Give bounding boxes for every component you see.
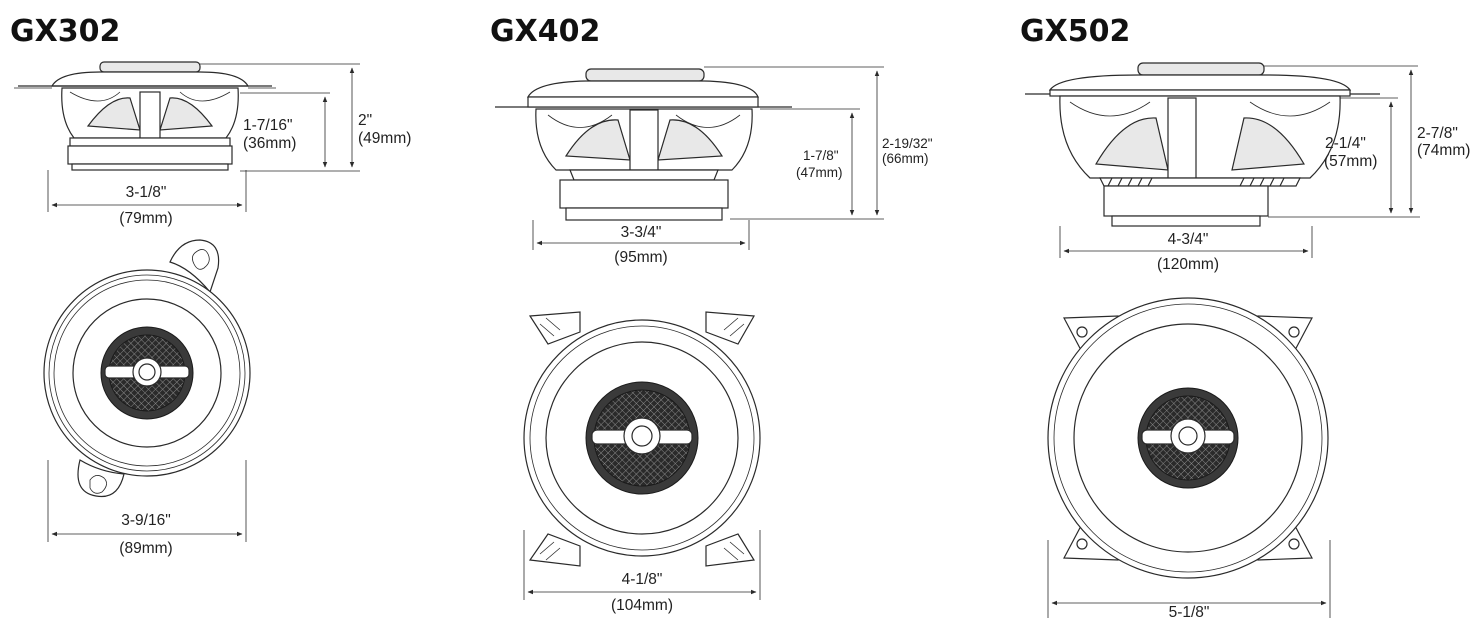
side-width-label: 3-3/4" [621, 224, 662, 241]
dimension-cone-depth: 1-7/16" (36mm) [240, 92, 360, 172]
model-gx302: GX302 1-7/16" (36mm) 2" (4 [10, 14, 411, 557]
side-view-gx302 [14, 61, 276, 171]
model-title: GX302 [10, 14, 120, 49]
cone-depth-mm-label: (36mm) [243, 135, 296, 152]
dimension-total-depth: 2" (49mm) [200, 63, 411, 168]
side-width-mm-label: (120mm) [1157, 256, 1219, 273]
model-gx402: GX402 1-7/8" (47mm) 2-19/32" (66mm) [490, 14, 933, 614]
front-view-gx502 [1047, 297, 1329, 579]
side-view-gx402 [495, 68, 792, 221]
side-width-mm-label: (79mm) [119, 210, 172, 227]
total-depth-mm-label: (74mm) [1417, 142, 1470, 159]
side-view-gx502 [1025, 62, 1380, 227]
dimension-total-depth: 2-19/32" (66mm) [704, 66, 933, 216]
total-depth-mm-label: (49mm) [358, 130, 411, 147]
total-depth-mm-label: (66mm) [882, 151, 929, 166]
side-width-label: 3-1/8" [126, 184, 167, 201]
front-width-label: 3-9/16" [121, 512, 170, 529]
front-width-label: 4-1/8" [622, 571, 663, 588]
total-depth-label: 2-19/32" [882, 136, 933, 151]
dimension-cone-depth: 2-1/4" (57mm) [1268, 97, 1420, 218]
total-depth-label: 2" [358, 112, 372, 129]
dimension-side-width: 3-3/4" (95mm) [532, 220, 750, 266]
side-width-mm-label: (95mm) [614, 249, 667, 266]
front-width-label: 5-1/8" [1169, 604, 1210, 621]
model-title: GX502 [1020, 14, 1130, 49]
cone-depth-label: 1-7/8" [803, 148, 839, 163]
cone-depth-mm-label: (47mm) [796, 165, 843, 180]
dimension-cone-depth: 1-7/8" (47mm) [730, 108, 884, 220]
dimension-front-width: 5-1/8" [1047, 540, 1331, 621]
cone-depth-mm-label: (57mm) [1324, 153, 1377, 170]
side-width-label: 4-3/4" [1168, 231, 1209, 248]
cone-depth-label: 1-7/16" [243, 117, 292, 134]
dimension-side-width: 3-1/8" (79mm) [47, 170, 247, 227]
total-depth-label: 2-7/8" [1417, 125, 1458, 142]
dimension-total-depth: 2-7/8" (74mm) [1264, 65, 1470, 214]
front-width-mm-label: (104mm) [611, 597, 673, 614]
dimension-front-width: 4-1/8" (104mm) [523, 530, 761, 614]
dimension-front-width: 3-9/16" (89mm) [47, 460, 247, 557]
front-width-mm-label: (89mm) [119, 540, 172, 557]
dimension-side-width: 4-3/4" (120mm) [1059, 226, 1313, 273]
model-gx502: GX502 2-1/4" (57mm) 2-7/8" (74m [1020, 14, 1470, 621]
cone-depth-label: 2-1/4" [1325, 135, 1366, 152]
model-title: GX402 [490, 14, 600, 49]
front-view-gx402 [523, 311, 761, 567]
front-view-gx302 [43, 239, 251, 498]
